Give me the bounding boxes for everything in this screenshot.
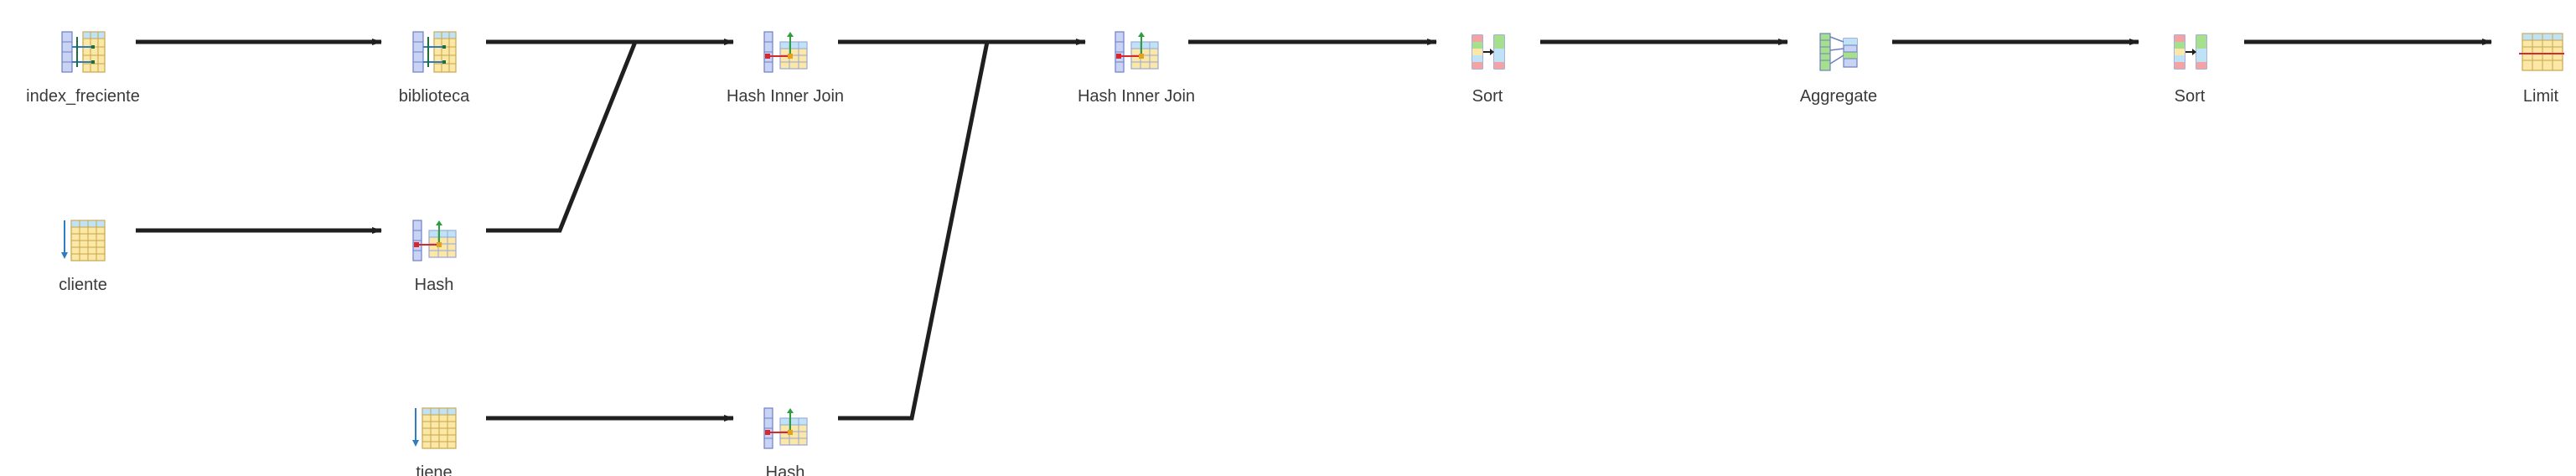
node-label: Hash Inner Join bbox=[726, 87, 845, 106]
node-hash-inner-join-2[interactable]: Hash Inner Join bbox=[1044, 8, 1229, 109]
edge-hash-2-to-hash-join-2 bbox=[838, 41, 990, 421]
node-label: Limit bbox=[2522, 87, 2559, 106]
node-hash-inner-join-1[interactable]: Hash Inner Join bbox=[693, 8, 877, 109]
node-label: biblioteca bbox=[398, 87, 470, 106]
hash-icon bbox=[412, 220, 457, 261]
edge-hash-1-to-hash-join-1 bbox=[486, 41, 638, 233]
hash-join-icon bbox=[1115, 31, 1159, 73]
node-hash-1[interactable]: Hash bbox=[342, 197, 526, 298]
node-label: index_freciente bbox=[26, 87, 140, 106]
seq-scan-icon bbox=[412, 407, 457, 449]
node-label: Sort bbox=[1472, 87, 1503, 106]
node-sort-2[interactable]: Sort bbox=[2098, 8, 2282, 109]
node-label: tiene bbox=[416, 463, 453, 476]
sort-icon bbox=[1472, 34, 1505, 70]
limit-icon bbox=[2519, 33, 2564, 71]
node-label: Aggregate bbox=[1799, 87, 1878, 106]
index-scan-icon bbox=[61, 31, 106, 73]
node-sort-1[interactable]: Sort bbox=[1395, 8, 1580, 109]
node-label: Sort bbox=[2174, 87, 2206, 106]
node-biblioteca[interactable]: biblioteca bbox=[342, 8, 526, 109]
aggregate-icon bbox=[1819, 33, 1858, 71]
node-label: Hash bbox=[765, 463, 805, 476]
node-label: Hash Inner Join bbox=[1077, 87, 1196, 106]
node-limit[interactable]: Limit bbox=[2449, 8, 2576, 109]
node-hash-2[interactable]: Hash bbox=[693, 385, 877, 476]
node-cliente[interactable]: cliente bbox=[0, 197, 175, 298]
node-label: Hash bbox=[414, 276, 454, 294]
sort-icon bbox=[2174, 34, 2207, 70]
node-aggregate[interactable]: Aggregate bbox=[1746, 8, 1931, 109]
index-scan-icon bbox=[412, 31, 457, 73]
hash-icon bbox=[763, 407, 808, 449]
node-label: cliente bbox=[59, 276, 107, 294]
node-tiene[interactable]: tiene bbox=[342, 385, 526, 476]
hash-join-icon bbox=[763, 31, 808, 73]
node-index-freciente[interactable]: index_freciente bbox=[0, 8, 175, 109]
seq-scan-icon bbox=[61, 220, 106, 261]
